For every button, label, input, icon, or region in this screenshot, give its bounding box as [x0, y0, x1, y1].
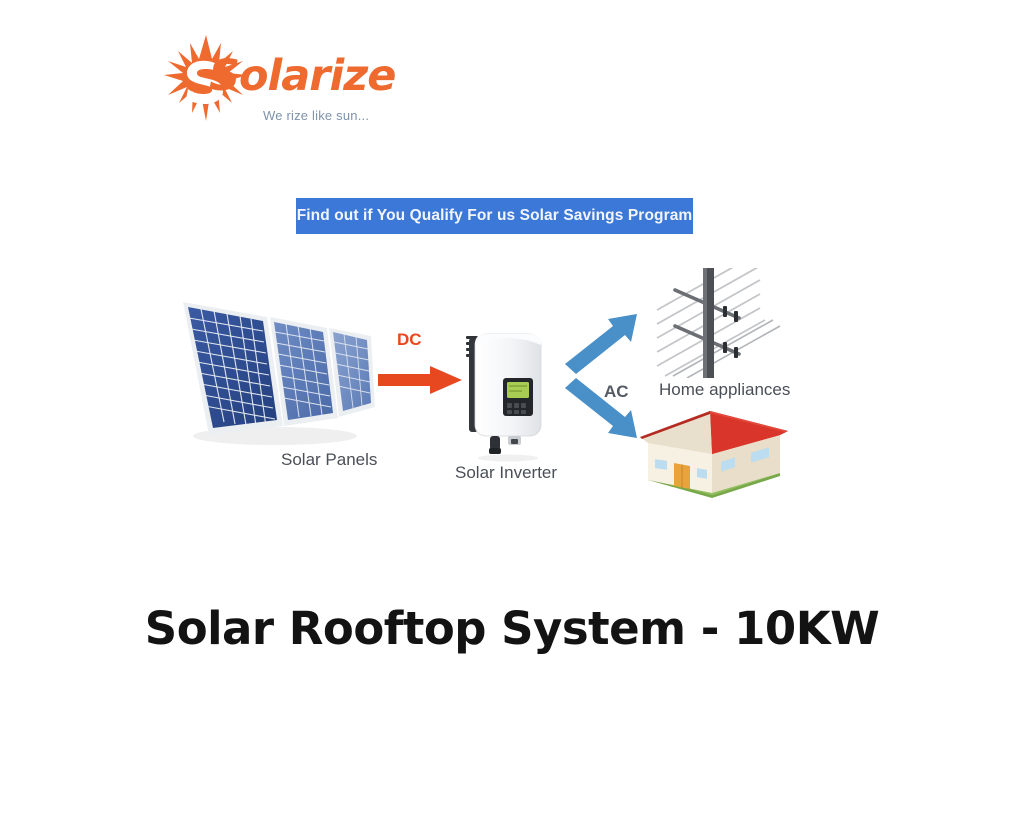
- dc-right-arrow-icon: [378, 364, 462, 396]
- dc-label: DC: [397, 330, 422, 349]
- solar-system-diagram: Solar Panels DC: [175, 268, 835, 498]
- solar-inverter-label: Solar Inverter: [455, 463, 558, 482]
- utility-pole-icon: [635, 268, 795, 378]
- sun-burst-icon: [163, 33, 249, 123]
- solar-inverter-icon: [458, 322, 550, 462]
- qualify-banner-label: Find out if You Qualify For us Solar Sav…: [296, 207, 693, 224]
- house-icon: [630, 403, 790, 498]
- home-appliances-label: Home appliances: [659, 380, 791, 399]
- page-title: Solar Rooftop System - 10KW: [144, 602, 880, 655]
- brand-name: Solarize: [209, 51, 396, 101]
- ac-diverging-arrows-icon: [565, 312, 690, 452]
- solar-panels-label: Solar Panels: [281, 450, 378, 469]
- qualify-banner[interactable]: Find out if You Qualify For us Solar Sav…: [296, 198, 693, 234]
- solar-panel-array-icon: [175, 276, 375, 451]
- brand-tagline: We rize like sun...: [263, 108, 370, 123]
- brand-logo: Solarize We rize like sun...: [163, 33, 396, 133]
- ac-label: AC: [604, 382, 629, 401]
